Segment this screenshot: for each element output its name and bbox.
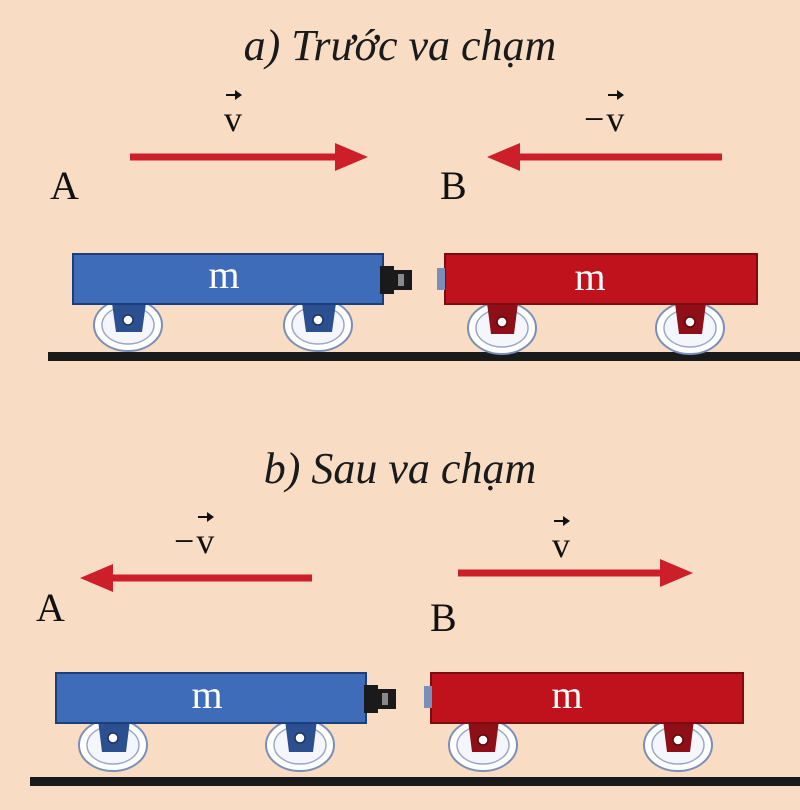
ground-line-after — [30, 777, 800, 786]
cart-b-label-before: B — [440, 163, 467, 208]
cart-a-after — [55, 672, 396, 772]
cart-b-mass-after: m — [551, 672, 582, 717]
velocity-label-b-after: v — [552, 516, 570, 565]
velocity-arrow-a-after — [80, 564, 312, 592]
cart-a-before — [72, 253, 412, 352]
cart-b-after — [424, 672, 744, 772]
cart-a-mass-before: m — [208, 252, 239, 297]
cart-a-label-after: A — [36, 585, 65, 630]
cart-a-label-before: A — [50, 163, 79, 208]
panel-b-title: b) Sau va chạm — [263, 444, 537, 493]
cart-b-mass-before: m — [574, 254, 605, 299]
cart-a-mass-after: m — [191, 672, 222, 717]
velocity-label-b-before: −v — [584, 90, 625, 139]
cart-b-before — [437, 253, 758, 355]
velocity-arrow-b-after — [458, 559, 693, 587]
velocity-arrow-b-before — [487, 143, 722, 171]
ground-line-before — [48, 352, 800, 361]
velocity-label-a-before: v — [224, 90, 242, 139]
velocity-arrow-a-before — [130, 143, 368, 171]
velocity-label-a-after: −v — [174, 512, 215, 561]
cart-b-label-after: B — [430, 595, 457, 640]
panel-a-title: a) Trước va chạm — [243, 21, 557, 70]
